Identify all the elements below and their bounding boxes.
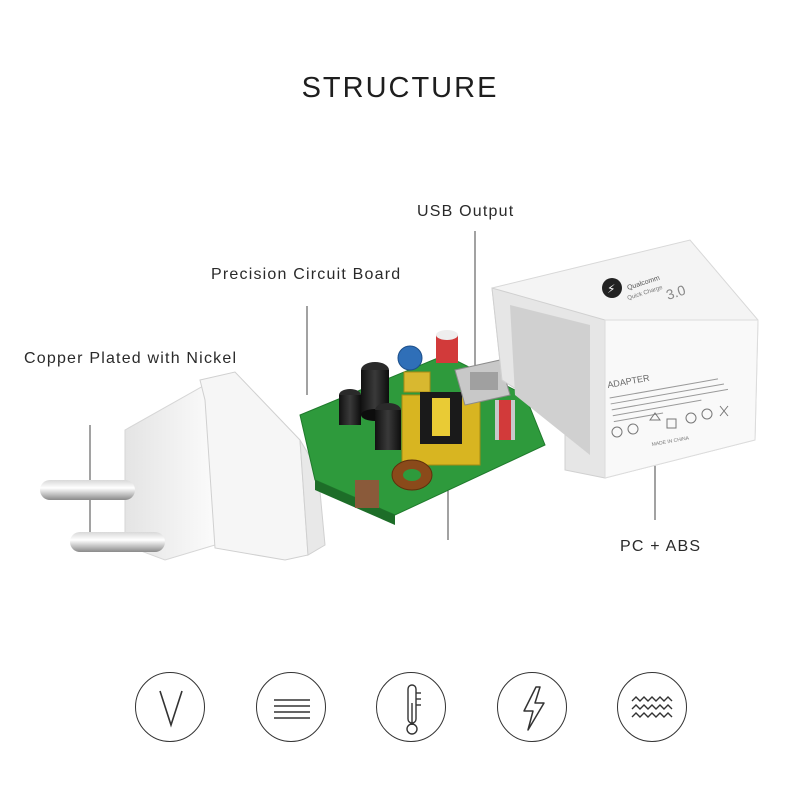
svg-text:⚡: ⚡: [607, 282, 615, 296]
version-text: 3.0: [664, 282, 688, 303]
plug-pin-top: [40, 480, 135, 500]
wave-icon: [617, 672, 687, 742]
label-usb-output: USB Output: [417, 203, 515, 220]
label-circuit-board: Precision Circuit Board: [211, 266, 402, 283]
thermometer-icon: [376, 672, 446, 742]
v-shape-icon: [135, 672, 205, 742]
eu-plug: [40, 371, 326, 561]
charger-housing: ⚡ Qualcomm Quick Charge 3.0 ADAPTER MADE…: [491, 239, 759, 479]
plug-pin-bottom: [70, 532, 165, 552]
feature-icons-row: [0, 672, 800, 752]
label-pc-abs: PC + ABS: [620, 538, 702, 555]
page-title: STRUCTURE: [301, 72, 499, 104]
lines-icon: [256, 672, 326, 742]
lightning-icon: [497, 672, 567, 742]
circuit-board: [299, 330, 546, 525]
label-copper-plated: Copper Plated with Nickel: [24, 350, 238, 367]
